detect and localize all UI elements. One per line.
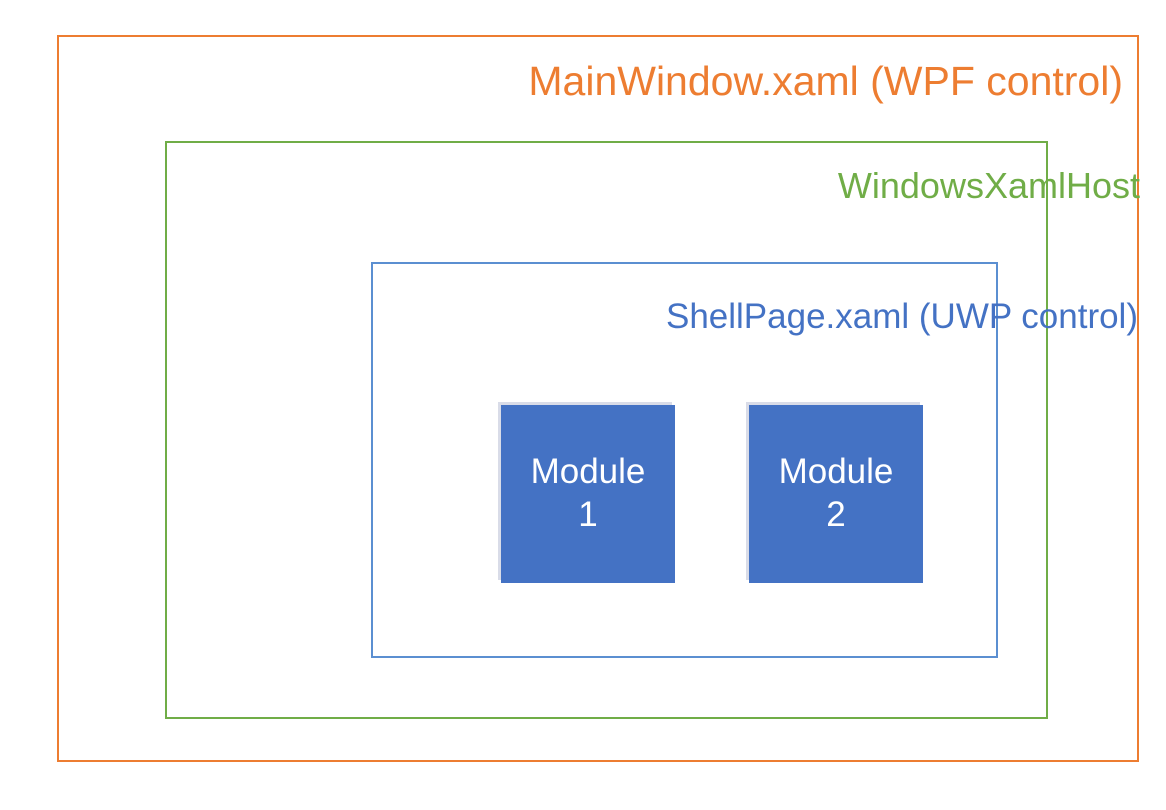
container-shellpage-xaml (371, 262, 998, 658)
label-shellpage-xaml: ShellPage.xaml (UWP control) (665, 297, 1138, 336)
label-mainwindow-xaml: MainWindow.xaml (WPF control) (528, 58, 1123, 104)
module-box-2: Module 2 (749, 405, 923, 583)
container-windowsxamlhost (165, 141, 1048, 719)
label-windowsxamlhost: WindowsXamlHost (837, 165, 1140, 206)
container-mainwindow-xaml (57, 35, 1139, 762)
module-box-1: Module 1 (501, 405, 675, 583)
module-box-1-label: Module 1 (530, 452, 646, 534)
module-box-2-label: Module 2 (778, 452, 894, 534)
